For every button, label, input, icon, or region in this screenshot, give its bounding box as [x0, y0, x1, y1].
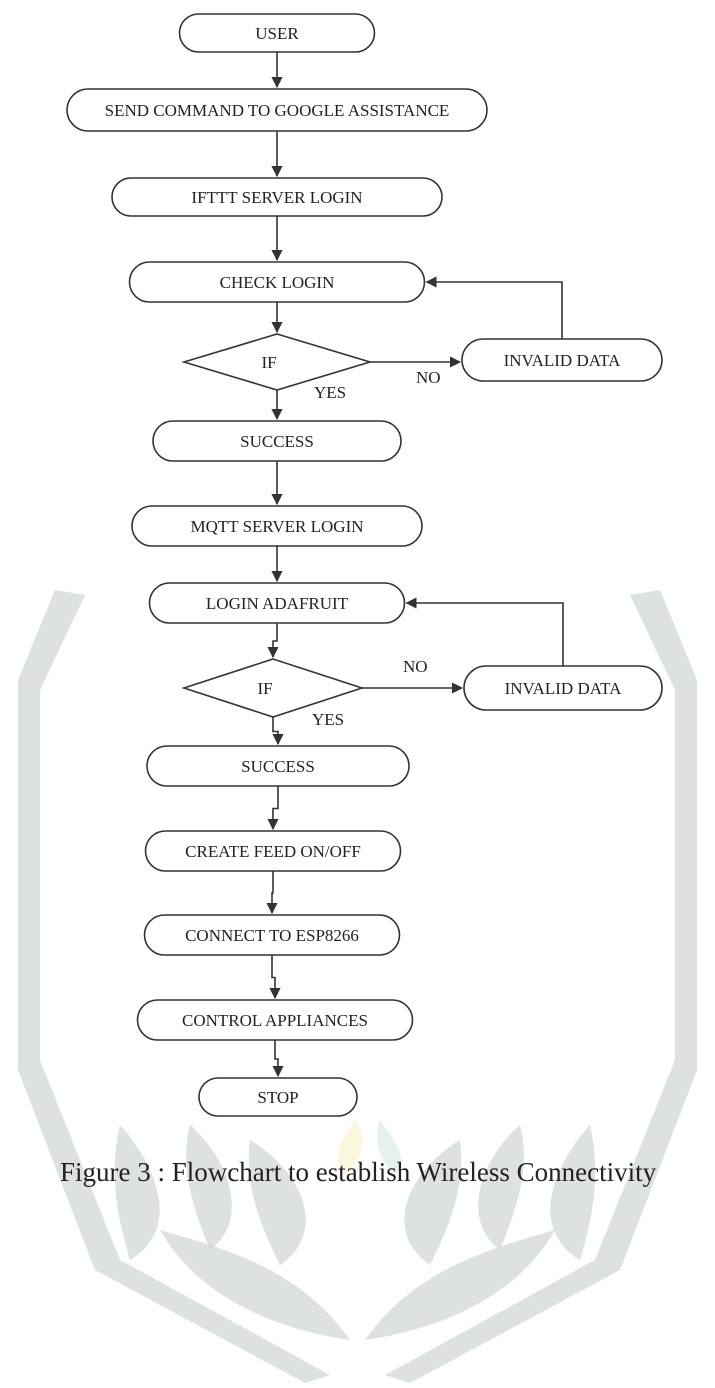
node-label: CREATE FEED ON/OFF	[185, 842, 361, 861]
node-mqtt: MQTT SERVER LOGIN	[131, 505, 423, 547]
node-user: USER	[178, 13, 376, 53]
watermark-leaf	[114, 1125, 160, 1260]
watermark-leaf	[248, 1140, 306, 1265]
terminator-shape	[148, 582, 406, 624]
watermark-leaf	[478, 1125, 524, 1250]
node-esp: CONNECT TO ESP8266	[143, 914, 401, 956]
edge-label-no: NO	[403, 657, 428, 676]
terminator-shape	[136, 999, 414, 1041]
node-if2: IF	[181, 658, 365, 718]
terminator-shape	[146, 745, 410, 787]
watermark-petal-yellow	[337, 1120, 363, 1175]
figure-caption: Figure 3 : Flowchart to establish Wirele…	[60, 1157, 657, 1187]
node-adafruit: LOGIN ADAFRUIT	[148, 582, 406, 624]
node-stop: STOP	[198, 1077, 358, 1117]
watermark-emblem	[18, 590, 697, 1383]
watermark-wing	[365, 1230, 555, 1340]
edge-label-no: NO	[416, 368, 441, 387]
node-control: CONTROL APPLIANCES	[136, 999, 414, 1041]
node-label: SUCCESS	[241, 757, 315, 776]
terminator-shape	[128, 261, 426, 303]
edge-if2-to-success2	[272, 717, 284, 746]
node-label: SUCCESS	[240, 432, 314, 451]
terminator-shape	[143, 914, 401, 956]
edge-invalid1-to-check	[425, 276, 563, 339]
edge-feed-to-esp	[266, 871, 278, 915]
node-label: USER	[255, 24, 299, 43]
watermark-leaf	[404, 1140, 462, 1265]
terminator-shape	[144, 830, 402, 872]
node-label: CONTROL APPLIANCES	[182, 1011, 368, 1030]
node-label: MQTT SERVER LOGIN	[190, 517, 363, 536]
terminator-shape	[198, 1077, 358, 1117]
watermark-right-border	[385, 590, 697, 1383]
edge-control-to-stop	[272, 1040, 284, 1078]
watermark-leaf	[550, 1125, 596, 1260]
node-success1: SUCCESS	[152, 420, 402, 462]
node-label: IF	[261, 353, 276, 372]
node-success2: SUCCESS	[146, 745, 410, 787]
node-ifttt: IFTTT SERVER LOGIN	[111, 177, 443, 217]
terminator-shape	[111, 177, 443, 217]
node-label: INVALID DATA	[504, 351, 622, 370]
watermark-wing	[160, 1230, 350, 1340]
node-label: IFTTT SERVER LOGIN	[191, 188, 362, 207]
edge-invalid2-to-adafruit	[405, 597, 564, 666]
node-feed: CREATE FEED ON/OFF	[144, 830, 402, 872]
decision-diamond	[181, 333, 373, 391]
node-invalid2: INVALID DATA	[463, 665, 663, 711]
terminator-shape	[152, 420, 402, 462]
terminator-shape	[178, 13, 376, 53]
terminator-shape	[66, 88, 488, 132]
node-label: CHECK LOGIN	[220, 273, 335, 292]
terminator-shape	[131, 505, 423, 547]
terminator-shape	[463, 665, 663, 711]
edge-adafruit-to-if2	[267, 623, 279, 659]
node-label: SEND COMMAND TO GOOGLE ASSISTANCE	[105, 101, 450, 120]
node-if1: IF	[181, 333, 373, 391]
edge-esp-to-control	[269, 955, 281, 1000]
watermark-left-border	[18, 590, 330, 1383]
node-send: SEND COMMAND TO GOOGLE ASSISTANCE	[66, 88, 488, 132]
node-invalid1: INVALID DATA	[461, 338, 663, 382]
terminator-shape	[461, 338, 663, 382]
edge-label-yes: YES	[312, 710, 344, 729]
edge-success2-to-feed	[267, 786, 279, 831]
node-label: IF	[257, 679, 272, 698]
node-label: STOP	[257, 1088, 298, 1107]
node-label: LOGIN ADAFRUIT	[206, 594, 349, 613]
node-check: CHECK LOGIN	[128, 261, 426, 303]
node-label: INVALID DATA	[505, 679, 623, 698]
watermark-petal-green	[376, 1120, 402, 1175]
node-label: CONNECT TO ESP8266	[185, 926, 359, 945]
decision-diamond	[181, 658, 365, 718]
watermark-leaf	[186, 1125, 232, 1250]
edge-label-yes: YES	[314, 383, 346, 402]
